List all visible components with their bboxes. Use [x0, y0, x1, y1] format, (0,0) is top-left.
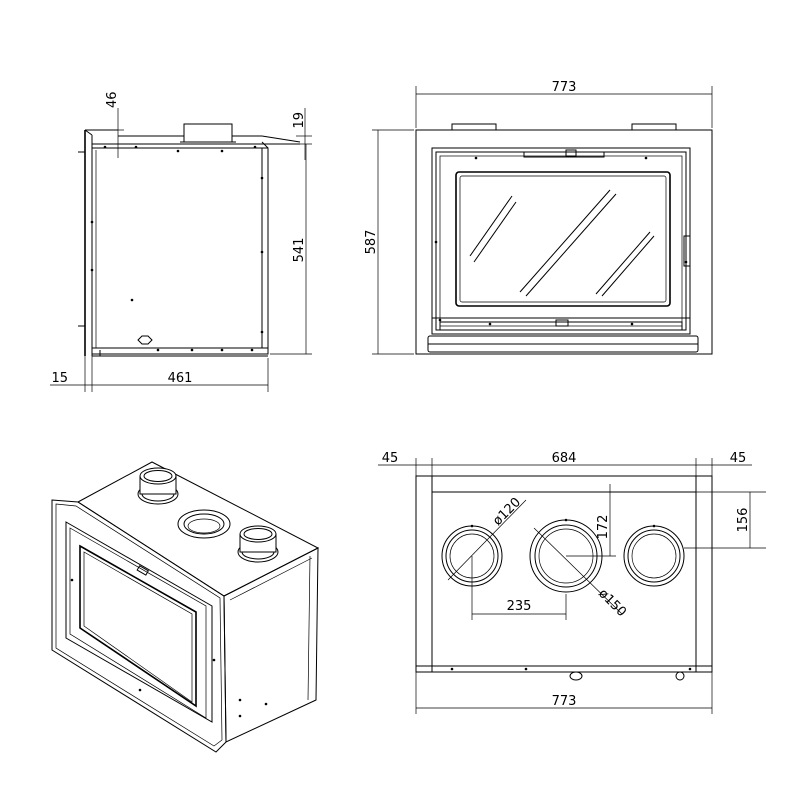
- top-dim-collar-large: ø150: [595, 586, 629, 620]
- front-glass: [455, 171, 671, 307]
- front-dim-width: 773: [552, 80, 577, 95]
- top-dim-collar-small: ø120: [490, 495, 524, 529]
- front-frame: [415, 129, 713, 355]
- top-collar-right: [623, 525, 685, 587]
- top-dim-overall-width: 773: [552, 694, 577, 709]
- side-dim-top-gap: 19: [292, 112, 307, 129]
- top-dim-depth-1: 172: [596, 515, 611, 540]
- side-view: 46 19 541 15 461: [50, 91, 312, 392]
- front-view: 773 587: [364, 80, 713, 355]
- side-dim-height: 541: [292, 238, 307, 263]
- top-dim-right-margin: 45: [730, 451, 747, 466]
- top-dim-left-margin: 45: [382, 451, 399, 466]
- iso-collar-right: [237, 525, 279, 563]
- side-dim-depth: 461: [168, 371, 193, 386]
- side-dim-top-offset: 46: [105, 91, 120, 108]
- side-body: [91, 147, 269, 355]
- top-view: ø120 ø150 235 172 156 45 684 45 773: [378, 451, 766, 714]
- top-body: [415, 475, 713, 673]
- iso-collar-left: [137, 467, 179, 505]
- top-dim-inner-width: 684: [552, 451, 577, 466]
- isometric-view: [51, 461, 320, 753]
- iso-collar-center: [177, 509, 231, 539]
- top-dim-collar-spacing: 235: [507, 599, 532, 614]
- side-dim-front-flange: 15: [51, 371, 68, 386]
- top-dim-depth-2: 156: [736, 508, 751, 533]
- side-collar: [183, 123, 233, 143]
- front-dim-height: 587: [364, 230, 379, 255]
